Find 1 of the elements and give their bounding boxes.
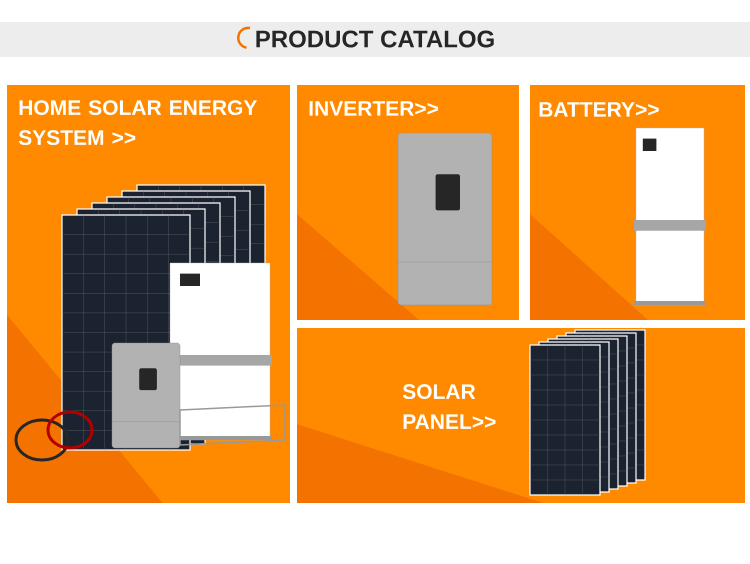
title: PRODUCT CATALOG (256, 30, 494, 48)
